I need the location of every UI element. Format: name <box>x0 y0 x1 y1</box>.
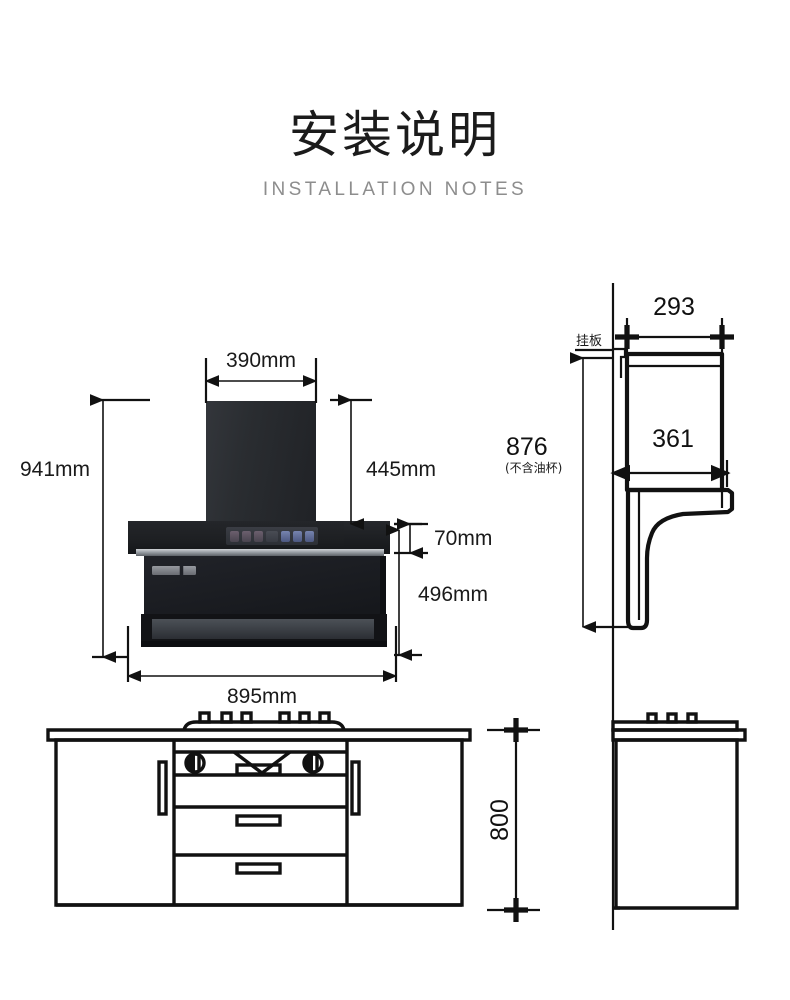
dim-label-chimney-height: 445mm <box>366 458 436 481</box>
cabinet-drawer-2[interactable] <box>174 814 347 857</box>
page-title: 安装说明 <box>289 106 501 164</box>
kitchen-cabinet-front-view <box>46 711 472 907</box>
burner-knob-left[interactable] <box>184 752 206 774</box>
dim-label-canopy-thickness: 70mm <box>434 527 492 550</box>
cooktop-grate-tab <box>220 711 233 724</box>
cabinet-right-door-handle[interactable] <box>350 760 361 816</box>
cabinet-drawer-1[interactable] <box>174 763 347 809</box>
cooktop-grate-tab <box>198 711 211 724</box>
cooktop-grate-tab <box>278 711 291 724</box>
dim-label-body-depth: 361 <box>652 425 694 453</box>
kitchen-cabinet-side-view <box>611 712 747 910</box>
dim-label-total-width: 895mm <box>227 685 297 708</box>
side-countertop-lower <box>611 728 747 742</box>
burner-knob-right[interactable] <box>302 752 324 774</box>
countertop-slab <box>46 728 472 742</box>
cooktop-grate-tab <box>298 711 311 724</box>
side-chimney-outline <box>624 351 725 493</box>
drawer-handle-1[interactable] <box>235 763 282 776</box>
front-elevation-dimensions: 941mm 390mm 445mm 70mm 496mm 895 <box>20 349 492 708</box>
cabinet-drawer-3[interactable] <box>235 862 282 875</box>
wall-plate-bracket <box>613 347 627 378</box>
dim-label-chimney-depth: 293 <box>653 293 695 321</box>
dim-label-total-height: 941mm <box>20 458 90 481</box>
dim-label-install-height: 876 <box>506 433 548 461</box>
side-elevation-drawing: 挂板 293 876 (不含油杯) 361 <box>505 283 735 930</box>
side-cabinet-body <box>614 738 739 910</box>
side-body-profile <box>625 487 735 631</box>
dim-label-body-height: 496mm <box>418 583 488 606</box>
cooktop-grate-tab <box>318 711 331 724</box>
dim-label-chimney-width: 390mm <box>226 349 296 372</box>
page-header: 安装说明 INSTALLATION NOTES <box>0 104 790 202</box>
dim-label-install-height-note: (不含油杯) <box>505 460 562 475</box>
dim-label-counter-height: 800 <box>486 799 514 841</box>
drawer-handle-3[interactable] <box>235 862 282 875</box>
page-subtitle: INSTALLATION NOTES <box>262 179 528 200</box>
wall-plate-label: 挂板 <box>576 334 602 349</box>
cooktop-grate-tab <box>240 711 253 724</box>
counter-height-dimension: 800 <box>486 717 540 923</box>
cooktop-grate-outline <box>182 720 346 731</box>
drawer-handle-2[interactable] <box>235 814 282 827</box>
cabinet-left-door-handle[interactable] <box>157 760 168 816</box>
